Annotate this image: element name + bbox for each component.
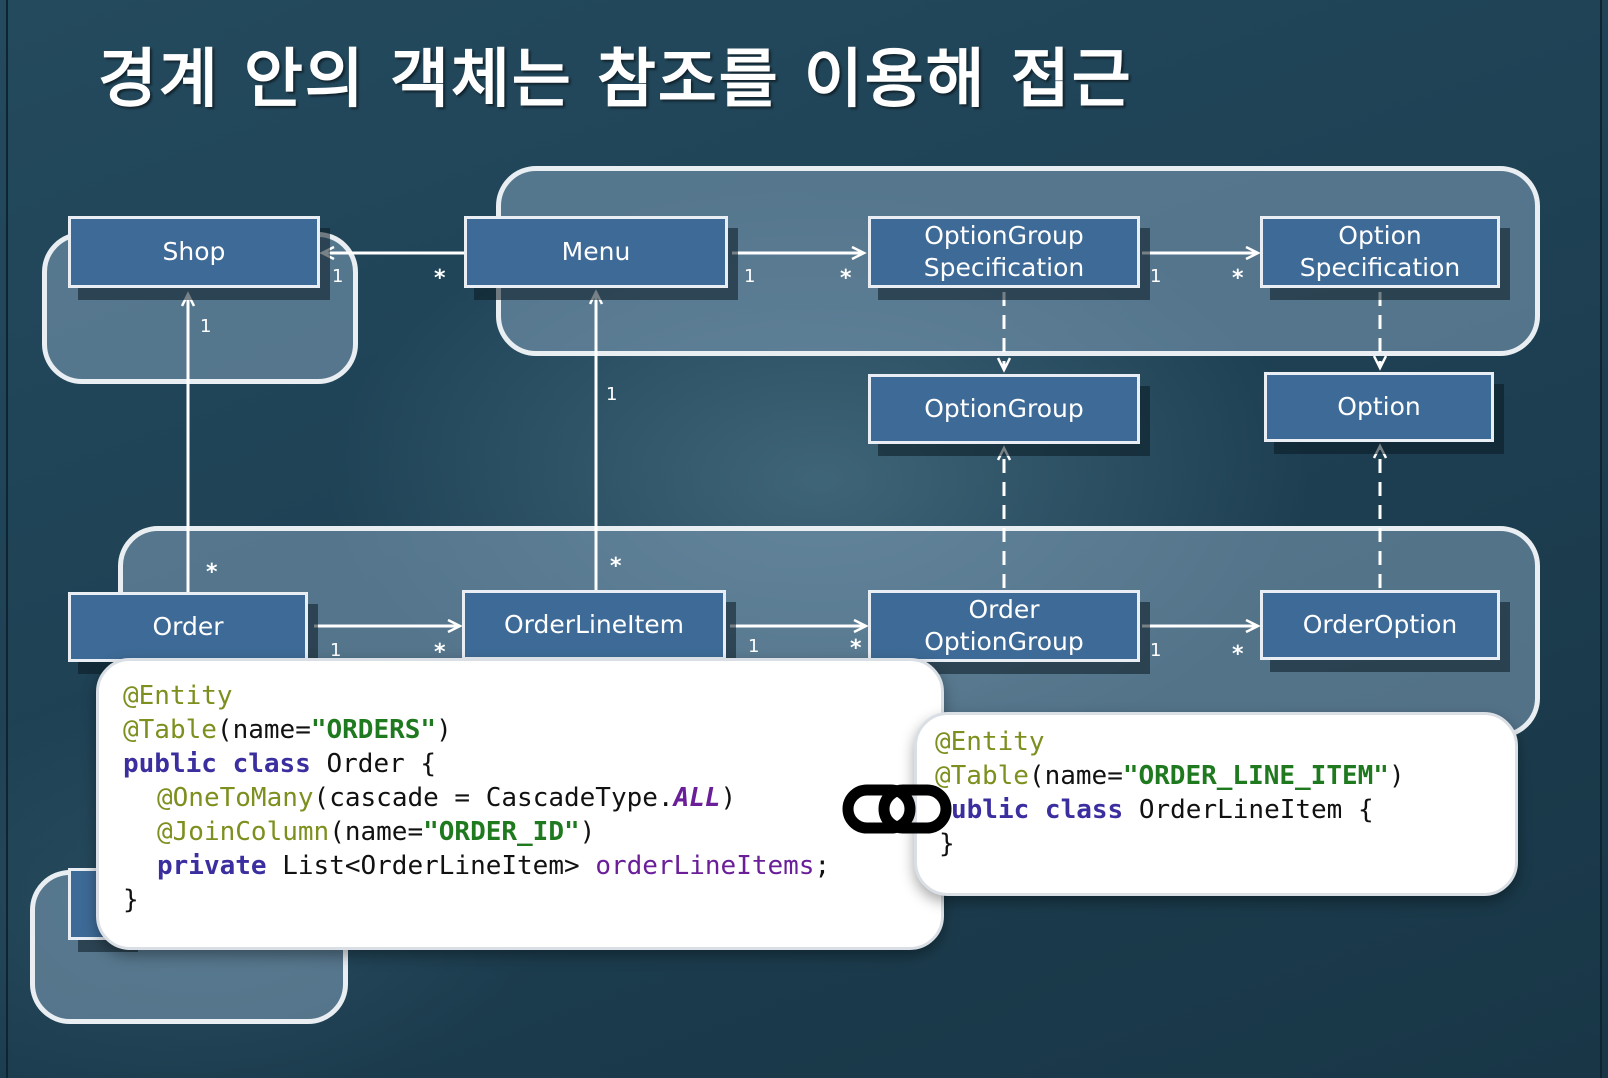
code-annotation: @JoinColumn [157,817,330,847]
order-entity-code-callout: @Entity @Table(name="ORDERS") public cla… [96,658,944,950]
code-string: "ORDER_LINE_ITEM" [1122,761,1389,791]
code-annotation: @Table [935,761,1029,791]
code-line: @Entity [935,725,1515,759]
code-field: orderLineItems [595,851,815,881]
code-text: } [939,829,955,859]
optiongroup-class-box: OptionGroup [868,374,1140,444]
multiplicity-oog-oo-one: 1 [1150,640,1162,661]
multiplicity-oli-menu-one: 1 [606,384,618,405]
code-annotation: @Entity [123,681,233,711]
orderlineitem-class-box: OrderLineItem [462,590,726,660]
optionspec-label-line2: Specification [1299,253,1461,282]
code-keyword: ublic class [951,795,1124,825]
code-line: @Entity [123,679,941,713]
code-text: ) [436,715,452,745]
chain-link-icon [842,784,952,834]
multiplicity-order-shop-one: 1 [200,316,212,337]
code-line: ublic class OrderLineItem { [935,793,1515,827]
optiongroupspec-class-box: OptionGroup Specification [868,216,1140,288]
multiplicity-oog-oo-many: * [1232,642,1244,667]
code-text: (name= [1028,761,1123,791]
multiplicity-oli-oog-one: 1 [748,636,760,657]
multiplicity-menu-ogs-one: 1 [744,266,756,287]
orderoption-class-label: OrderOption [1302,610,1458,639]
multiplicity-shop-menu-many: * [434,266,446,291]
code-line: @OneToMany(cascade = CascadeType.ALL) [123,781,941,815]
code-keyword: public class [123,749,311,779]
option-class-label: Option [1337,392,1421,421]
code-line: } [123,883,941,917]
code-text: (name= [329,817,424,847]
code-text: List<OrderLineItem> [266,851,596,881]
slide-frame [6,0,1602,1078]
multiplicity-oli-oog-many: * [850,636,862,661]
optiongroup-class-label: OptionGroup [924,394,1084,423]
optionspec-label-line1: Option [1338,221,1422,250]
code-text: } [123,885,139,915]
shop-class-box: Shop [68,216,320,288]
code-text: ) [1388,761,1405,791]
shop-class-label: Shop [162,237,226,266]
multiplicity-oli-menu-many: * [610,554,622,579]
code-string: "ORDERS" [310,715,437,745]
optionspec-class-box: Option Specification [1260,216,1500,288]
code-annotation: @Entity [935,727,1045,757]
code-line: @Table(name="ORDERS") [123,713,941,747]
order-class-label: Order [152,612,224,641]
multiplicity-ogs-os-many: * [1232,266,1244,291]
menu-class-label: Menu [561,237,631,266]
code-line: @JoinColumn(name="ORDER_ID") [123,815,941,849]
multiplicity-order-oli-many: * [434,640,446,665]
option-class-box: Option [1264,372,1494,442]
orderoptiongroup-label-line1: Order [968,595,1040,624]
multiplicity-order-shop-many: * [206,560,218,585]
code-keyword: private [157,851,267,881]
code-text: ) [579,817,596,847]
code-text: Order { [310,749,437,779]
multiplicity-shop-menu-one: 1 [332,266,344,287]
code-text: (name= [216,715,311,745]
order-class-box: Order [68,592,308,662]
multiplicity-ogs-os-one: 1 [1150,266,1162,287]
code-text: (cascade = CascadeType. [313,783,674,813]
code-constant: ALL [673,783,721,813]
code-string: "ORDER_ID" [423,817,580,847]
code-annotation: @Table [123,715,217,745]
optiongroupspec-label-line1: OptionGroup [924,221,1084,250]
orderoptiongroup-label-line2: OptionGroup [924,627,1084,656]
code-line: @Table(name="ORDER_LINE_ITEM") [935,759,1515,793]
orderlineitem-class-label: OrderLineItem [503,610,685,639]
code-line: private List<OrderLineItem> orderLineIte… [123,849,941,883]
orderlineitem-entity-code-callout: @Entity @Table(name="ORDER_LINE_ITEM") u… [914,712,1518,896]
multiplicity-menu-ogs-many: * [840,266,852,291]
orderoption-class-box: OrderOption [1260,590,1500,660]
optiongroupspec-label-line2: Specification [923,253,1085,282]
orderoptiongroup-class-box: Order OptionGroup [868,590,1140,662]
code-text: ; [814,851,831,881]
code-annotation: @OneToMany [157,783,314,813]
multiplicity-order-oli-one: 1 [330,640,342,661]
slide-title: 경계 안의 객체는 참조를 이용해 접근 [98,43,1133,117]
code-line: } [935,827,1515,861]
code-text: ) [720,783,737,813]
code-text: OrderLineItem { [1123,795,1374,825]
code-line: public class Order { [123,747,941,781]
menu-class-box: Menu [464,216,728,288]
